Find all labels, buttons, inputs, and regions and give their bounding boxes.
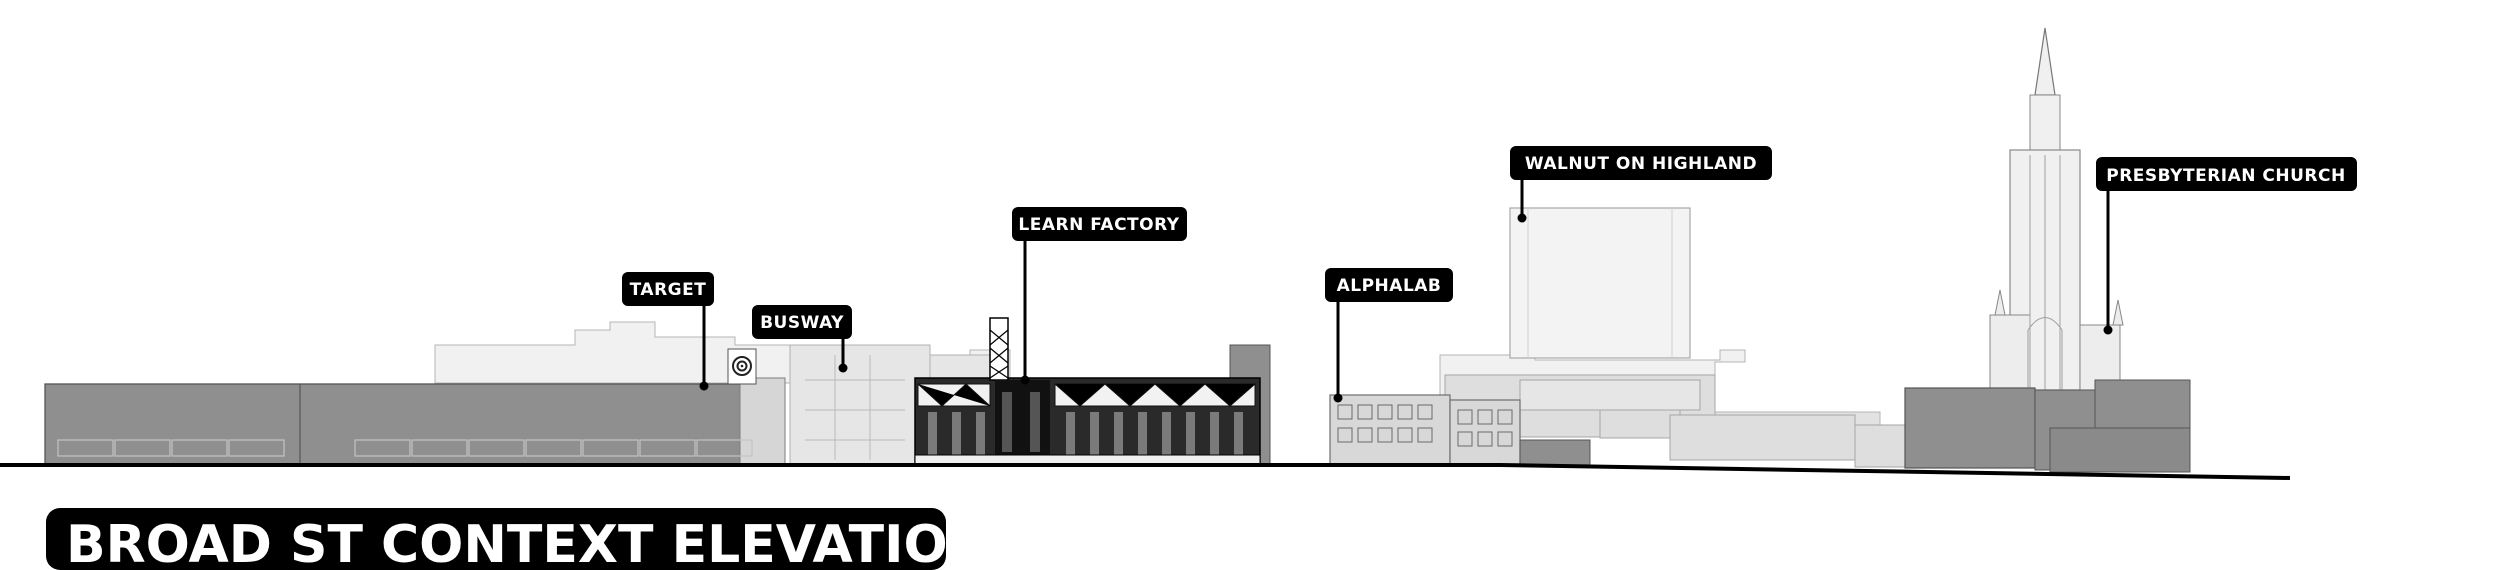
drawing-title-text: BROAD ST CONTEXT ELEVATION	[66, 515, 991, 570]
label-walnut-on-highland-text: WALNUT ON HIGHLAND	[1525, 154, 1757, 174]
learn-factory-building	[914, 317, 1271, 466]
label-busway: BUSWAY	[752, 305, 852, 373]
label-presbyterian-church-text: PRESBYTERIAN CHURCH	[2106, 166, 2345, 186]
ground-line	[0, 463, 2291, 480]
label-learn-factory: LEARN FACTORY	[1012, 207, 1187, 385]
presbyterian-church-building	[1904, 27, 2191, 473]
label-alphalab-text: ALPHALAB	[1337, 276, 1442, 296]
label-target: TARGET	[622, 272, 714, 391]
label-walnut-on-highland: WALNUT ON HIGHLAND	[1510, 146, 1772, 223]
label-busway-text: BUSWAY	[760, 313, 844, 333]
walnut-on-highland-building	[1509, 207, 1691, 359]
alphalab-building	[1329, 394, 1591, 466]
target-building	[44, 348, 786, 465]
label-learn-factory-text: LEARN FACTORY	[1018, 215, 1179, 235]
label-target-text: TARGET	[630, 280, 707, 300]
label-alphalab: ALPHALAB	[1325, 268, 1453, 403]
drawing-title: BROAD ST CONTEXT ELEVATION	[46, 508, 991, 570]
label-presbyterian-church: PRESBYTERIAN CHURCH	[2096, 157, 2357, 335]
